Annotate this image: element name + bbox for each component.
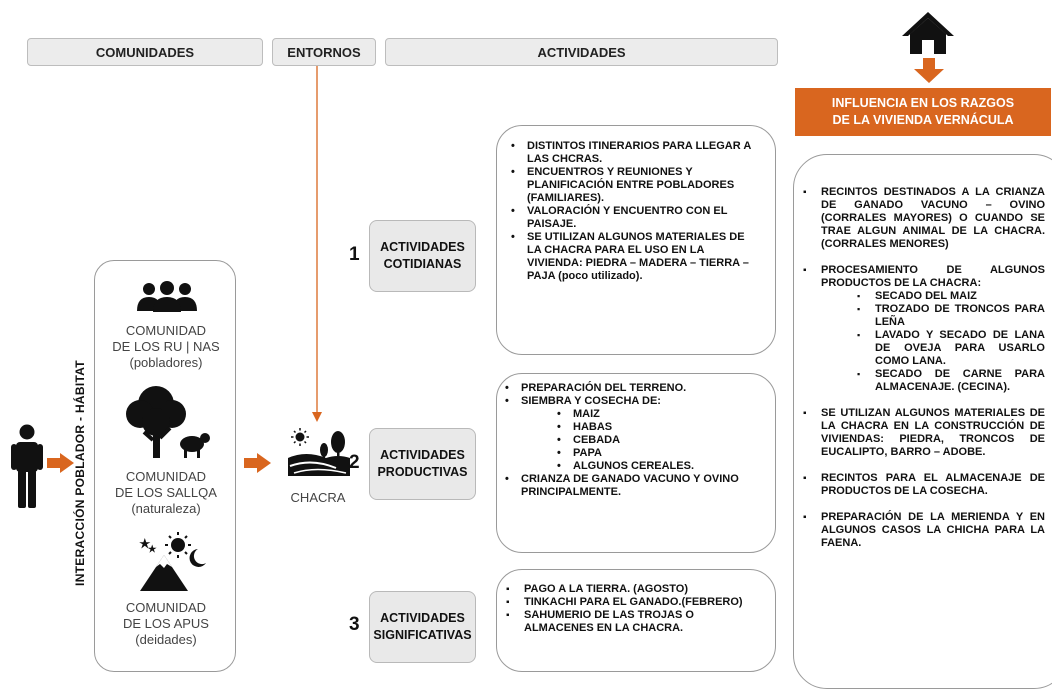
influence-list: RECINTOS DESTINADOS A LA CRIANZA DE GANA… [803, 186, 1045, 550]
processing-list: SECADO DEL MAIZ TROZADO DE TRONCOS PARA … [857, 290, 1045, 394]
list-item: SIEMBRA Y COSECHA DE: MAIZ HABAS CEBADA … [503, 395, 765, 473]
arrow-down-icon [914, 58, 944, 83]
list-item: LAVADO Y SECADO DE LANA DE OVEJA PARA US… [857, 329, 1045, 368]
tree-sheep-icon [126, 386, 210, 458]
activity-2-number: 2 [349, 452, 360, 473]
list-item: ALGUNOS CEREALES. [555, 460, 765, 473]
header-comunidades: COMUNIDADES [27, 38, 263, 66]
list-item: ENCUENTROS Y REUNIONES Y PLANIFICACIÓN E… [509, 166, 757, 205]
list-item: PROCESAMIENTO DE ALGUNOS PRODUCTOS DE LA… [803, 264, 1045, 394]
list-item: RECINTOS DESTINADOS A LA CRIANZA DE GANA… [803, 186, 1045, 251]
list-item: SE UTILIZAN ALGUNOS MATERIALES DE LA CHA… [509, 231, 757, 283]
activity-2-title: ACTIVIDADES PRODUCTIVAS [369, 428, 476, 500]
list-item: CRIANZA DE GANADO VACUNO Y OVINO PRINCIP… [503, 473, 765, 499]
arrow-right-icon [47, 453, 74, 473]
activity-1-list: DISTINTOS ITINERARIOS PARA LLEGAR A LAS … [509, 140, 757, 283]
activity-1-number: 1 [349, 244, 360, 265]
list-item: VALORACIÓN Y ENCUENTRO CON EL PAISAJE. [509, 205, 757, 231]
entornos-connector [312, 66, 322, 422]
list-item: DISTINTOS ITINERARIOS PARA LLEGAR A LAS … [509, 140, 757, 166]
list-item: SE UTILIZAN ALGUNOS MATERIALES DE LA CHA… [803, 407, 1045, 459]
list-item: PAPA [555, 447, 765, 460]
house-icon [902, 12, 954, 54]
activity-2-list: PREPARACIÓN DEL TERRENO. SIEMBRA Y COSEC… [503, 382, 765, 499]
chacra-label: CHACRA [290, 490, 346, 505]
list-item: TINKACHI PARA EL GANADO.(FEBRERO) [506, 596, 756, 609]
header-entornos: ENTORNOS [272, 38, 376, 66]
activity-3-title: ACTIVIDADES SIGNIFICATIVAS [369, 591, 476, 663]
list-item: PAGO A LA TIERRA. (AGOSTO) [506, 583, 756, 596]
community-apus-label: COMUNIDAD DE LOS APUS (deidades) [123, 600, 209, 647]
community-runas-label: COMUNIDAD DE LOS RU | NAS (pobladores) [112, 323, 220, 370]
list-item: SECADO DE CARNE PARA ALMACENAJE. (CECINA… [857, 368, 1045, 394]
list-item: TROZADO DE TRONCOS PARA LEÑA [857, 303, 1045, 329]
list-item: MAIZ [555, 408, 765, 421]
communities-box [94, 260, 236, 672]
chacra-icon [288, 428, 350, 476]
activity-1-title: ACTIVIDADES COTIDIANAS [369, 220, 476, 292]
influence-title: INFLUENCIA EN LOS RAZGOS DE LA VIVIENDA … [795, 88, 1051, 136]
list-item: SAHUMERIO DE LAS TROJAS O ALMACENES EN L… [506, 609, 756, 635]
mountain-sun-moon-icon [139, 532, 206, 591]
activity-3-number: 3 [349, 614, 360, 635]
list-item: PREPARACIÓN DE LA MERIENDA Y EN ALGUNOS … [803, 511, 1045, 550]
list-item: HABAS [555, 421, 765, 434]
list-item: SECADO DEL MAIZ [857, 290, 1045, 303]
list-item: PREPARACIÓN DEL TERRENO. [503, 382, 765, 395]
list-item: RECINTOS PARA EL ALMACENAJE DE PRODUCTOS… [803, 472, 1045, 498]
people-icon [137, 281, 197, 312]
arrow-right-icon [244, 453, 271, 473]
header-actividades: ACTIVIDADES [385, 38, 778, 66]
list-item: CEBADA [555, 434, 765, 447]
activity-3-list: PAGO A LA TIERRA. (AGOSTO) TINKACHI PARA… [506, 583, 756, 635]
community-sallqa-label: COMUNIDAD DE LOS SALLQA (naturaleza) [115, 469, 217, 516]
person-icon [11, 424, 43, 508]
crops-list: MAIZ HABAS CEBADA PAPA ALGUNOS CEREALES. [555, 408, 765, 473]
